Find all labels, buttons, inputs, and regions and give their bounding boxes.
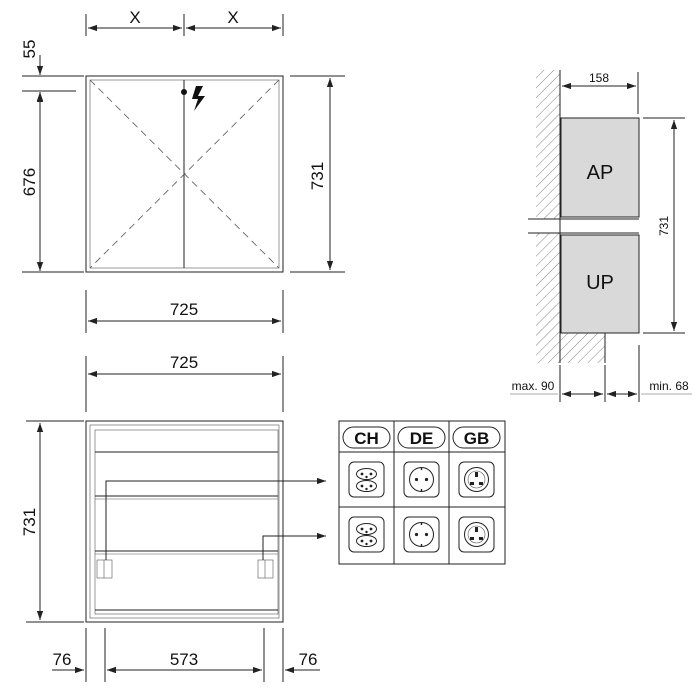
label-up: UP [586,272,614,294]
bracket-left [96,559,113,579]
wall-gap [528,219,562,233]
dim-573: 573 [170,650,198,669]
open-view: 725 731 76 573 76 [20,353,326,682]
standard-label-ch: CH [354,429,379,448]
dim-x-right: X [227,8,238,27]
lightning-bolt-icon [192,86,205,111]
dim-731-open: 731 [20,508,39,536]
dim-min-68: min. 68 [649,379,689,393]
standard-label-de: DE [410,429,434,448]
socket-table-frame [338,420,506,565]
socket-gb-lower-icon [458,516,495,553]
socket-de-upper-icon [403,461,440,498]
standard-pill-ch [342,426,391,449]
wall-hatch [536,70,560,363]
dim-731-side: 731 [657,216,671,236]
dim-max-90: max. 90 [512,379,555,393]
side-view: AP UP 158 731 max. 90 min. 68 [510,70,692,402]
lock-dot-icon [181,89,187,95]
dim-55: 55 [20,40,39,59]
leader-line-upper [105,477,326,560]
standard-label-gb: GB [464,429,490,448]
dim-76-left: 76 [53,650,72,669]
cabinet-open-outer [85,420,284,623]
bracket-right [257,559,274,579]
leader-line-lower [262,532,326,560]
diagonal-dashed-2 [89,79,280,269]
label-ap: AP [587,162,614,184]
socket-de-lower-icon [403,516,440,553]
dim-731-front: 731 [308,162,327,190]
flush-mount-box [560,234,640,334]
cabinet-open-back [94,429,279,615]
cabinet-outer-frame [85,75,284,273]
socket-ch-lower-icon [348,516,385,553]
front-view: X X 55 676 731 725 [20,8,345,333]
surface-mount-box [560,117,640,218]
dim-676: 676 [20,168,39,196]
socket-ch-upper-icon [348,461,385,498]
dim-158: 158 [589,71,609,85]
dim-x-left: X [129,8,140,27]
dim-725-front: 725 [170,300,198,319]
cabinet-open-inner [89,424,280,619]
dim-76-right: 76 [299,650,318,669]
socket-gb-upper-icon [458,461,495,498]
standard-pill-de [397,426,446,449]
socket-table: CH DE GB [338,420,506,565]
wall-hatch-recess [560,333,605,363]
standard-pill-gb [452,426,501,449]
dim-725-open: 725 [170,353,198,372]
